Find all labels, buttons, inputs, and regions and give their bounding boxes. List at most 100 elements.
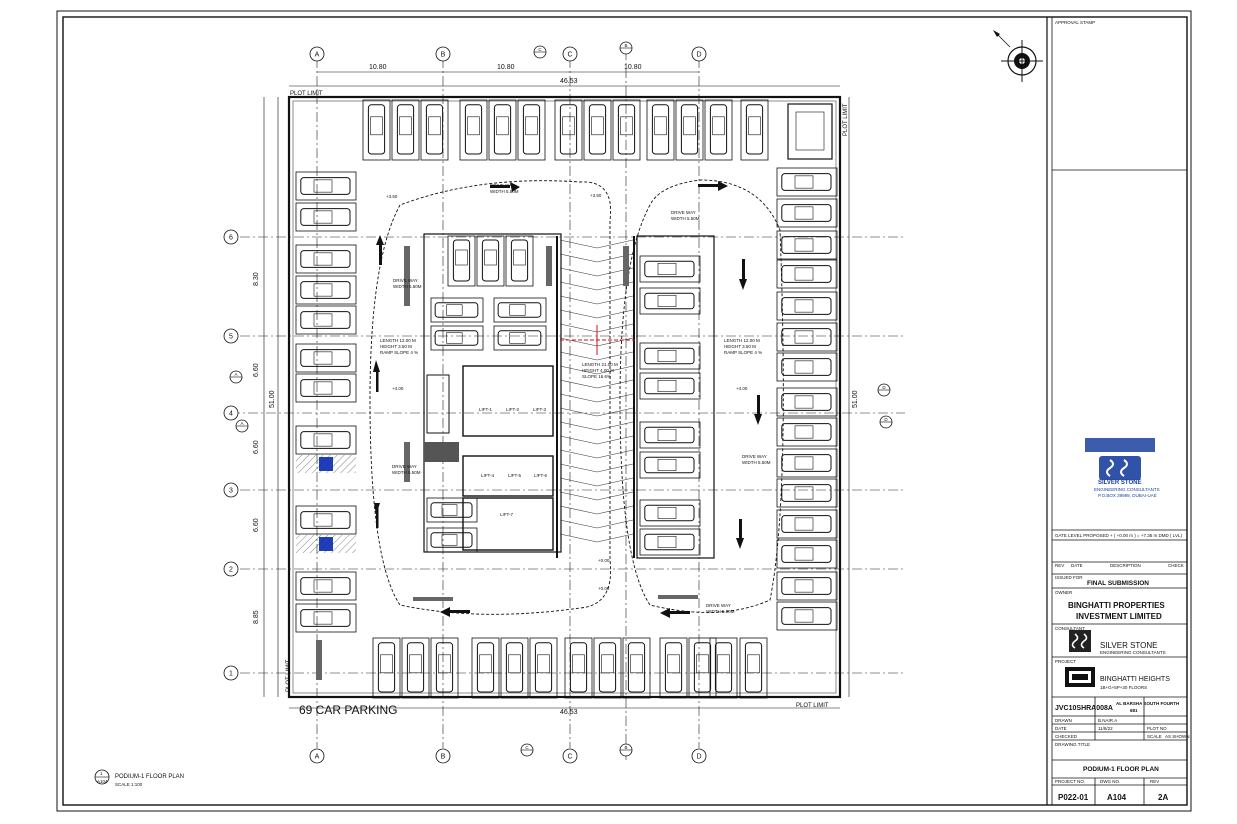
driveway-top-right-2: WIDTH 5.50M <box>671 216 700 221</box>
drg-no: A104 <box>1107 793 1127 802</box>
grid-bubble-col: C <box>562 748 578 764</box>
gate-level: GATE LEVEL PROPOSED + ( +0.00 m ) = +7.3… <box>1055 533 1182 538</box>
parking-stall <box>493 297 547 323</box>
ramp-center-mark <box>560 325 635 355</box>
outer-border <box>56 10 1192 812</box>
info-date-label: DATE <box>1055 726 1067 731</box>
rev-value: 2A <box>1158 793 1168 802</box>
grid-bubble-col: B <box>435 748 451 764</box>
grid-lines <box>230 50 905 760</box>
svg-text:3: 3 <box>229 488 233 495</box>
parking-stall <box>295 202 357 232</box>
lift-2: LIFT-2 <box>506 407 520 412</box>
row-dim-5: 8.85 <box>253 610 260 624</box>
consultant-sub: ENGINEERING CONSULTANTS <box>1094 487 1160 492</box>
info-plot-label: PLOT NO <box>1147 726 1167 731</box>
svg-text:6: 6 <box>229 235 233 242</box>
central-ramp <box>559 239 634 543</box>
driveway-left-mid-2: WIDTH 5.50M <box>392 470 421 475</box>
section-mark: B <box>619 41 633 55</box>
plot-limit-right: PLOT LIMIT <box>843 103 849 136</box>
driveway-loops <box>369 179 784 615</box>
parking-stall <box>776 478 838 508</box>
driveway-right-2: WIDTH 5.50M <box>742 460 771 465</box>
info-scale-value: AS SHOWN <box>1165 734 1190 739</box>
parking-stall <box>529 637 558 699</box>
section-mark: C <box>520 743 534 757</box>
parking-stall <box>709 637 738 699</box>
parking-stall <box>471 637 500 699</box>
svg-text:C: C <box>567 754 572 761</box>
row-dim-4: 6.60 <box>253 518 260 532</box>
info-drawn-label: DRAWN <box>1055 718 1072 723</box>
svg-text:A: A <box>315 52 320 59</box>
parking-stall <box>295 244 357 274</box>
parking-stall <box>776 167 838 197</box>
section-mark: A <box>229 370 243 384</box>
parking-stall <box>505 235 534 287</box>
parking-stall <box>295 505 357 535</box>
ramp-stripe <box>559 267 634 277</box>
parking-stall <box>659 637 688 699</box>
ramp-stripe <box>559 533 634 543</box>
parking-stall <box>476 235 505 287</box>
info-checked-label: CHECKED <box>1055 734 1078 739</box>
parking-stall <box>776 259 838 289</box>
plan-title-ref: 1 <box>100 771 103 776</box>
walls <box>316 246 698 680</box>
svg-text:D: D <box>884 417 888 422</box>
consultant-logo-sub: ENGINEERING CONSULTANTS <box>1100 650 1166 655</box>
grid-bubble-col: A <box>309 46 325 62</box>
level-mark-4: +4.00 <box>736 386 748 391</box>
ramp-left-1: LENGTH 12.00 M <box>380 338 416 343</box>
overall-depth-right: 51.00 <box>852 390 859 408</box>
parking-stall <box>776 230 838 260</box>
rev-header-check: CHECK <box>1168 563 1184 568</box>
parking-stall <box>776 448 838 478</box>
overall-width-top: 46.53 <box>560 78 578 85</box>
car-parking-count: 69 CAR PARKING <box>299 703 397 717</box>
parking-stall <box>612 99 641 161</box>
project-label: PROJECT <box>1055 659 1076 664</box>
parking-stall <box>426 527 478 553</box>
parking-stall <box>776 601 838 631</box>
dim-top-2: 10.80 <box>497 64 515 71</box>
drg-no-label: DWG NO. <box>1100 779 1120 784</box>
ramp-right-2: HEIGHT 3.50 M <box>724 344 756 349</box>
ramp-stripe <box>559 393 634 403</box>
inner-border <box>62 16 1188 806</box>
plan-title: PODIUM-1 FLOOR PLAN <box>115 774 184 780</box>
consultant-small-logo <box>1069 630 1091 652</box>
svg-text:C: C <box>567 52 572 59</box>
parking-stall <box>639 451 701 479</box>
parking-stall <box>593 637 622 699</box>
parking-stall <box>295 343 357 373</box>
plot-outline <box>287 95 842 699</box>
rev-header-desc: DESCRIPTION <box>1110 563 1141 568</box>
parking-stall <box>639 287 701 315</box>
svg-text:C: C <box>525 745 529 750</box>
driveway-bottom-1: DRIVE WAY <box>706 603 731 608</box>
parking-stall <box>622 637 651 699</box>
project-logo <box>1065 667 1095 687</box>
parking-stall <box>776 322 838 352</box>
parking-stall <box>493 325 547 351</box>
dimension-lines <box>263 71 850 709</box>
svg-text:B: B <box>441 754 446 761</box>
parking-stall <box>776 571 838 601</box>
parking-stall <box>639 421 701 449</box>
parking-stall <box>776 291 838 321</box>
driveway-top-left-1: DRIVE WAY <box>490 183 515 188</box>
level-mark-5: +0.00 <box>598 558 610 563</box>
ramp-stripe <box>559 491 634 501</box>
ramp-stripe <box>559 407 634 417</box>
svg-text:A: A <box>234 372 237 377</box>
owner-line-1: BINGHATTI PROPERTIES <box>1068 601 1165 610</box>
driveway-bottom-2: WIDTH 5.50M <box>706 609 735 614</box>
parking-stall <box>704 99 733 161</box>
plan-scale: SCALE 1:100 <box>115 782 143 787</box>
plot-no: JVC10SHRA008A <box>1055 705 1113 712</box>
dim-top-1: 10.80 <box>369 64 387 71</box>
project-no: P022-01 <box>1058 793 1089 802</box>
